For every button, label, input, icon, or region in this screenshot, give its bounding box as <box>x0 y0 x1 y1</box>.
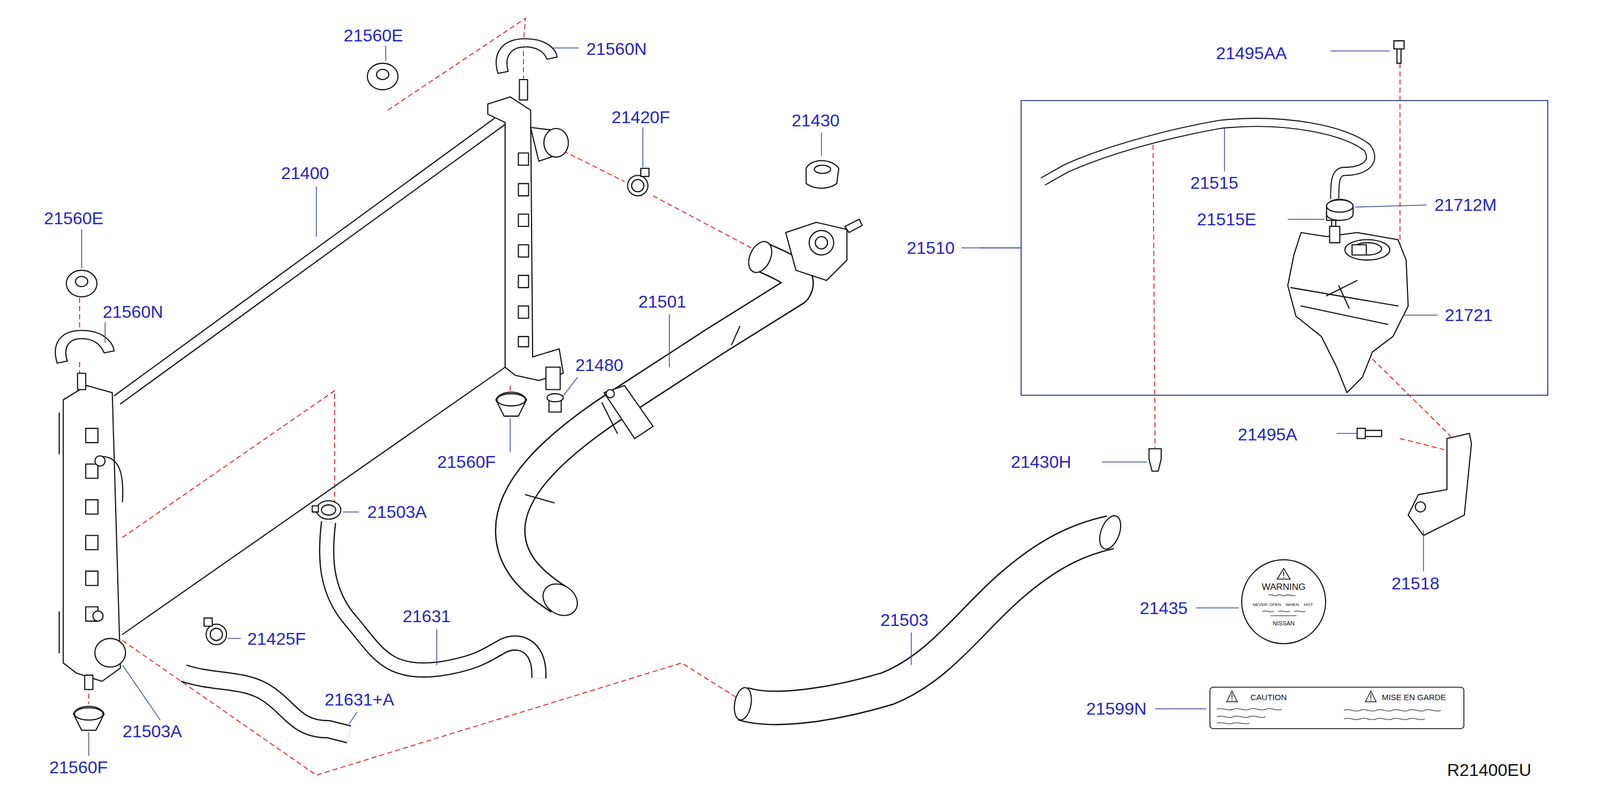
callout-number: 21560E <box>343 26 403 45</box>
warning-label: WARNING NEVEROPENWHEN HOT NISSAN <box>1240 558 1327 646</box>
callout-number: 21503A <box>367 503 427 521</box>
callout-number: 21599N <box>1086 700 1147 718</box>
assembly-lines <box>79 18 1451 776</box>
node-outline <box>1240 558 1327 646</box>
leader-lines <box>81 45 1439 756</box>
callout-number: 21503 <box>880 611 929 629</box>
callout-number: 21560N <box>586 40 647 58</box>
callout-number: 21721 <box>1445 306 1493 324</box>
callout-number: 21515 <box>1190 174 1239 192</box>
callout-number: 21560F <box>437 453 497 471</box>
radiator <box>59 79 569 690</box>
callout-number: 21420F <box>611 108 671 126</box>
caution-label: CAUTION MISE EN GARDE <box>1209 687 1465 730</box>
hoses <box>183 122 1371 735</box>
label-text: OPEN <box>1269 603 1282 608</box>
callout-number: 21560E <box>44 209 104 228</box>
callout-number: 21631+A <box>324 691 394 709</box>
callout-number: 21560N <box>102 303 164 321</box>
callout-number: 21480 <box>575 356 624 374</box>
callout-number: 21430H <box>1010 453 1072 471</box>
callout-number: 21400 <box>281 164 330 182</box>
callout-number: 21560F <box>49 759 109 777</box>
callout-number: 21495A <box>1237 426 1298 444</box>
label-text: CAUTION <box>1250 693 1287 702</box>
label-text: HOT <box>1304 603 1314 608</box>
callout-number: 21435 <box>1140 599 1188 618</box>
callout-number: 21495AA <box>1215 44 1287 62</box>
reservoir <box>1287 199 1472 536</box>
callout-number: 21712M <box>1434 196 1497 214</box>
callout-number: 21515E <box>1197 210 1257 229</box>
label-text: NEVER <box>1252 603 1268 608</box>
label-text: MISE EN GARDE <box>1381 693 1446 702</box>
diagram-code: R21400EU <box>1447 761 1532 780</box>
node-outline <box>1020 100 1549 396</box>
callout-number: 21631 <box>402 607 451 626</box>
small-parts <box>55 38 1405 731</box>
assembly-group-box: 21510 <box>1020 100 1549 396</box>
label-text: NISSAN <box>1272 620 1295 627</box>
callout-number: 21518 <box>1391 575 1440 593</box>
callout-number: 21510 <box>907 239 955 257</box>
callout-number: 21430 <box>791 111 840 130</box>
callout-number: 21501 <box>638 293 687 311</box>
label-text: WHEN <box>1285 603 1299 608</box>
label-text: WARNING <box>1261 582 1306 592</box>
callout-number: 21425F <box>247 630 307 648</box>
callout-number: 21503A <box>122 723 182 741</box>
